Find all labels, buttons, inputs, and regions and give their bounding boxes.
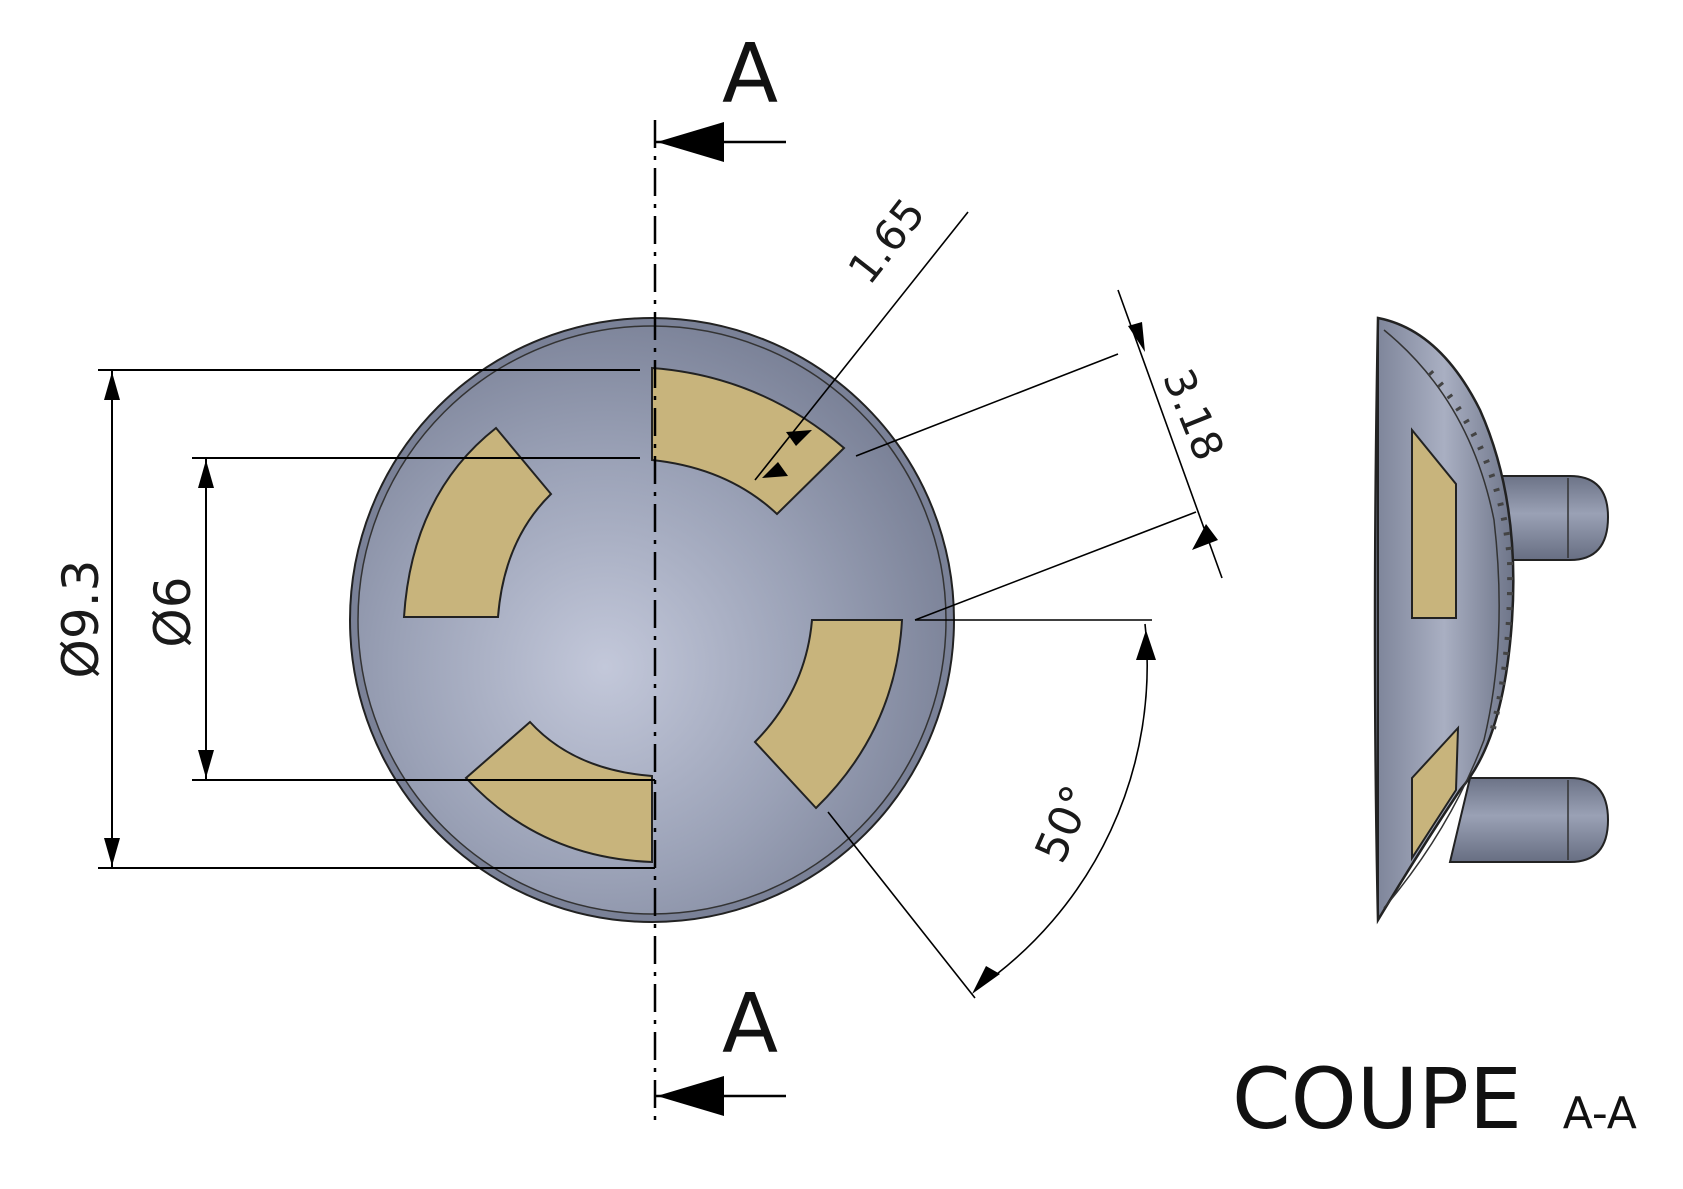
section-pad-upper xyxy=(1411,427,1457,619)
pad-upper-left xyxy=(402,426,553,618)
svg-text:A: A xyxy=(722,27,778,122)
front-view xyxy=(349,120,955,1120)
dimension-angle xyxy=(827,619,1156,999)
section-label: COUPE A-A xyxy=(1232,1050,1637,1148)
pad-right xyxy=(753,619,904,810)
label-pad-depth: 1.65 xyxy=(838,189,934,293)
arrow-left-icon xyxy=(657,1076,724,1116)
label-angle: 50° xyxy=(1026,778,1104,870)
label-inner-diameter: Ø6 xyxy=(144,576,202,647)
pin-lower xyxy=(1448,777,1610,863)
section-marker-top: A xyxy=(655,27,786,162)
section-label-main: COUPE xyxy=(1232,1050,1522,1148)
pad-lower-left xyxy=(464,720,653,864)
section-label-suffix: A-A xyxy=(1563,1088,1637,1139)
section-view xyxy=(1373,316,1610,925)
dimension-pad-depth xyxy=(754,211,969,481)
section-pad-lower xyxy=(1411,725,1460,862)
label-outer-diameter: Ø9.3 xyxy=(52,560,110,679)
dimension-outer-diameter xyxy=(98,369,655,869)
section-marker-bottom: A xyxy=(655,977,786,1116)
dimension-inner-diameter xyxy=(192,457,655,781)
pad-top-right xyxy=(651,366,846,516)
dimension-pad-width xyxy=(855,289,1223,621)
section-rim xyxy=(1427,369,1514,741)
arrow-left-icon xyxy=(657,122,724,162)
svg-text:A: A xyxy=(722,977,778,1072)
section-inner-line xyxy=(1383,329,1500,909)
label-pad-width: 3.18 xyxy=(1153,362,1233,467)
